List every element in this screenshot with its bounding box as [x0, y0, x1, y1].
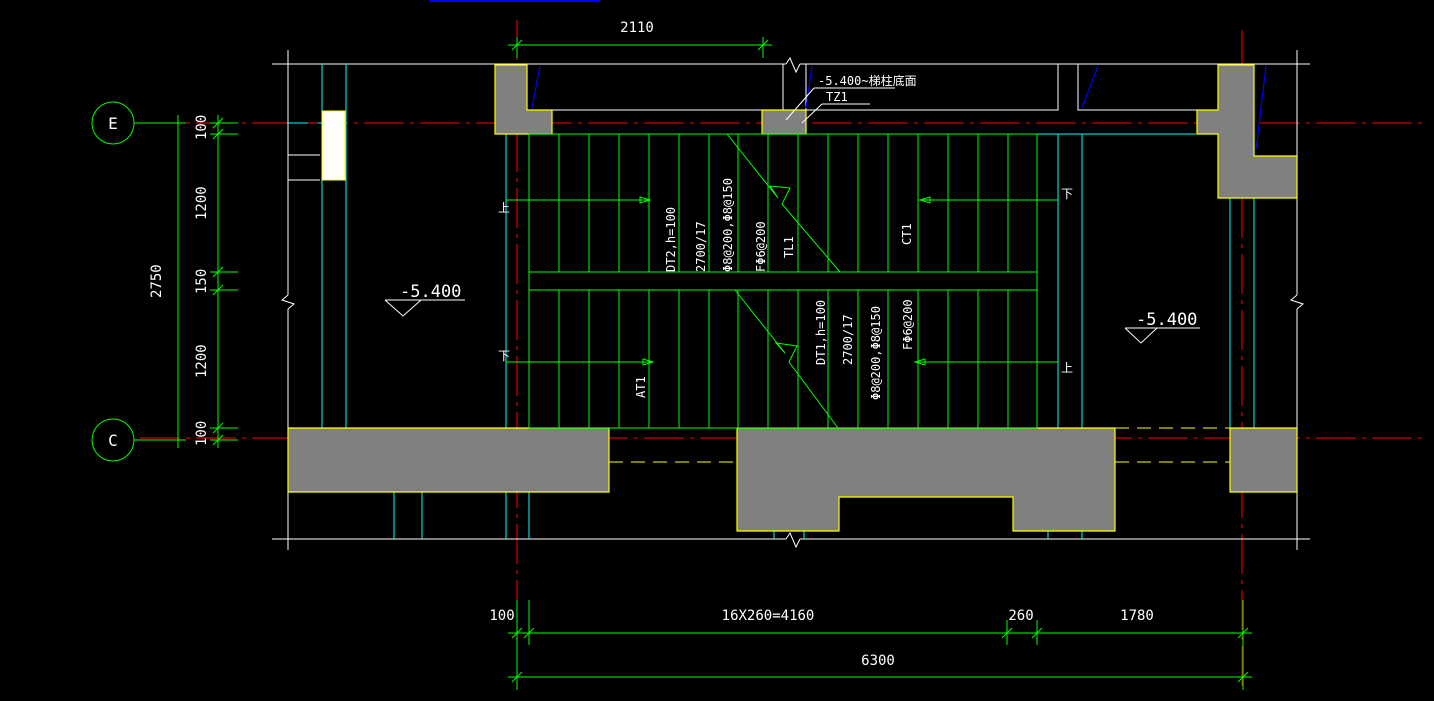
dim-left-1200-bottom: 1200	[194, 344, 210, 378]
wall-top-mid-column	[761, 109, 807, 135]
annotation-dt2-4: FΦ6@200	[754, 221, 768, 272]
dim-bottom-1780: 1780	[1120, 608, 1154, 624]
svg-text:E: E	[108, 114, 118, 133]
dim-left-100-bottom: 100	[194, 421, 210, 446]
stair-lines	[528, 133, 1038, 429]
left-dimension-lines	[170, 115, 238, 448]
axis-bubble-c: C	[91, 418, 176, 462]
annotation-ct1: CT1	[900, 223, 914, 245]
stair-break-lines	[726, 133, 841, 429]
tz1-leader	[785, 87, 895, 124]
wall-top-right-column	[1196, 64, 1298, 199]
dim-bottom-treads: 16X260=4160	[722, 608, 815, 624]
wall-top-left-column	[494, 64, 553, 135]
svg-text:C: C	[108, 431, 118, 450]
annotation-up-lower-right: 上	[1061, 361, 1073, 375]
stair-treads-lower	[558, 290, 1009, 428]
dim-bottom-100: 100	[489, 608, 514, 624]
dim-bottom-260: 260	[1008, 608, 1033, 624]
annotation-down-lower-left: 下	[498, 349, 510, 363]
top-dimension-lines	[508, 37, 772, 58]
wall-bottom-mid	[736, 427, 1116, 532]
level-marker-right	[1124, 327, 1200, 344]
level-right: -5.400	[1136, 310, 1197, 330]
dim-bottom-6300: 6300	[861, 653, 895, 669]
yellow-dashes	[609, 427, 1230, 463]
wall-bottom-right	[1229, 427, 1298, 493]
annotation-top-note: -5.400~梯柱底面	[818, 73, 917, 88]
walls	[287, 64, 1298, 532]
annotation-at1: AT1	[634, 376, 648, 398]
dim-left-150: 150	[194, 269, 210, 294]
blue-strokes	[531, 65, 1267, 151]
annotation-tl1: TL1	[782, 236, 796, 258]
annotation-dt1-4: FΦ6@200	[901, 299, 915, 350]
annotation-dt2-2: 2700/17	[694, 221, 708, 272]
annotation-dt1-3: Φ8@200,Φ8@150	[869, 306, 883, 400]
dim-left-total: 2750	[149, 264, 165, 298]
stair-treads-upper	[558, 134, 1009, 272]
annotation-dt2-3: Φ8@200,Φ8@150	[721, 178, 735, 272]
dim-top-2110: 2110	[620, 20, 654, 36]
annotation-down-upper-right: 下	[1061, 187, 1073, 201]
bottom-dimension-lines	[508, 600, 1252, 690]
annotation-tz1: TZ1	[826, 90, 848, 104]
column-white-left	[321, 110, 346, 181]
top-edge-strip	[430, 0, 600, 2]
annotation-dt2-1: DT2,h=100	[664, 207, 678, 272]
axis-bubble-e: E	[91, 101, 176, 145]
annotation-dt1-1: DT1,h=100	[814, 300, 828, 365]
annotation-up-upper-left: 上	[498, 201, 510, 215]
dim-left-1200-top: 1200	[194, 186, 210, 220]
dim-left-100-top: 100	[194, 115, 210, 140]
direction-arrows	[506, 196, 1058, 366]
wall-bottom-left	[287, 427, 610, 493]
level-left: -5.400	[400, 282, 461, 302]
level-marker-left	[384, 299, 465, 317]
annotation-dt1-2: 2700/17	[841, 314, 855, 365]
